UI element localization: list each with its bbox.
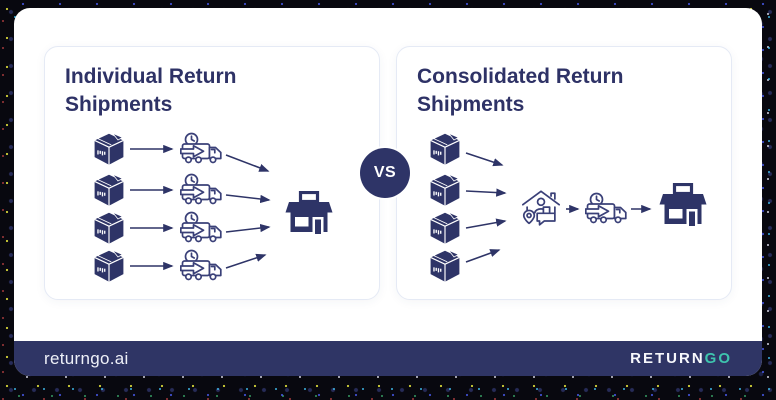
returngo-logo: RETURNGO: [630, 350, 732, 367]
storefront-icon: [285, 191, 333, 236]
delivery-truck-clock-icon: [180, 249, 222, 281]
individual-flow-diagram: [94, 132, 333, 283]
package-box-icon: [94, 132, 124, 166]
package-box-icon: [94, 249, 124, 283]
flow-arrow: [130, 144, 174, 271]
delivery-truck-clock-icon: [180, 173, 222, 205]
individual-shipments-title: Individual Return Shipments: [65, 65, 237, 116]
delivery-truck-clock-icon: [180, 211, 222, 243]
flow-arrow: [225, 154, 271, 269]
vs-badge: VS: [360, 148, 410, 198]
consolidated-flow-diagram: [430, 132, 707, 283]
package-box-icon: [430, 132, 460, 166]
package-box-icon: [430, 249, 460, 283]
logo-return-text: RETURN: [630, 350, 705, 367]
logo-go-text: GO: [704, 350, 732, 367]
footer-bar: returngo.ai RETURNGO: [14, 341, 762, 376]
individual-shipments-card: Individual Return Shipments: [44, 46, 380, 300]
comparison-area: Individual Return Shipments: [14, 8, 762, 341]
package-box-icon: [430, 173, 460, 207]
vs-badge-label: VS: [373, 164, 397, 181]
delivery-truck-clock-icon: [180, 132, 222, 164]
package-box-icon: [430, 211, 460, 245]
package-box-icon: [94, 173, 124, 207]
dropoff-hub-icon: [521, 190, 561, 226]
infographic-frame: Individual Return Shipments: [14, 8, 762, 376]
footer-website-text: returngo.ai: [44, 348, 129, 368]
package-box-icon: [94, 211, 124, 245]
storefront-icon: [659, 183, 707, 228]
consolidated-shipments-title: Consolidated Return Shipments: [417, 65, 624, 116]
flow-arrow: [465, 152, 507, 263]
delivery-truck-clock-icon: [585, 192, 627, 224]
consolidated-shipments-card: Consolidated Return Shipments: [396, 46, 732, 300]
